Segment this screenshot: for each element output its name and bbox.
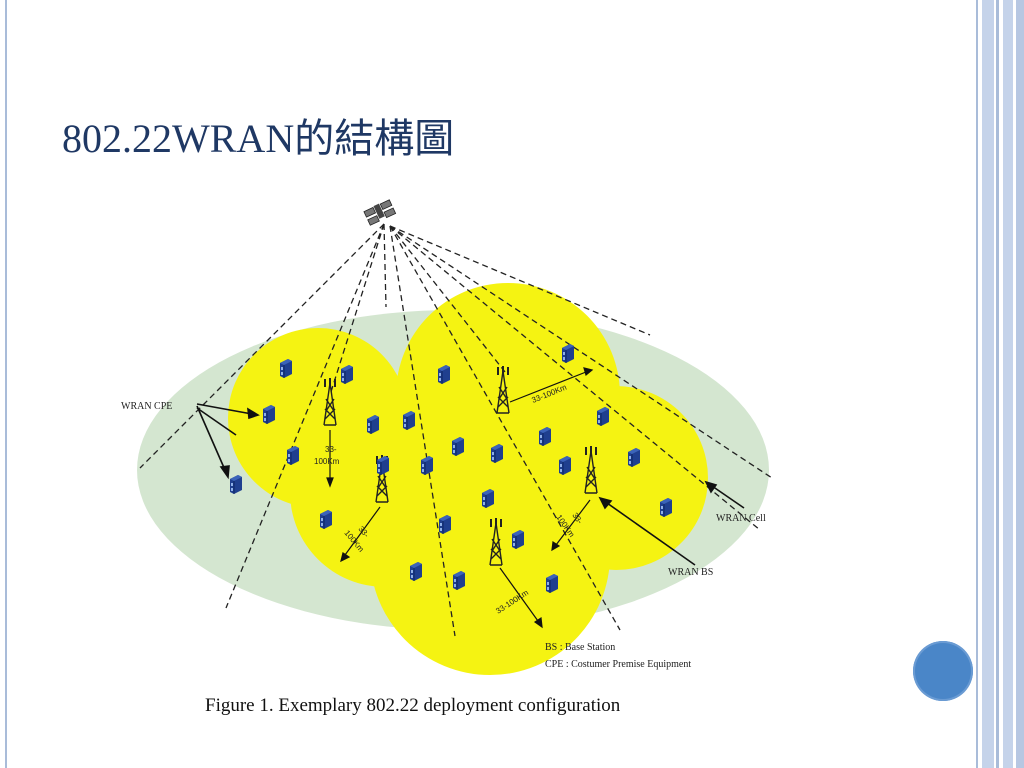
range-arrows bbox=[326, 367, 594, 629]
right-border-band bbox=[976, 0, 1024, 768]
legend-bs: BS : Base Station bbox=[545, 642, 615, 653]
wran-bs-label: WRAN BS bbox=[668, 567, 713, 578]
satellite-links bbox=[139, 223, 773, 637]
slide-title: 802.22WRAN的結構圖 bbox=[62, 116, 455, 161]
range-label-1a: 33- bbox=[325, 445, 337, 454]
range-label-1b: 100Km bbox=[314, 457, 340, 466]
satellite-icon bbox=[363, 199, 397, 226]
wran-cell-label: WRAN Cell bbox=[716, 513, 766, 524]
legend-cpe: CPE : Costumer Premise Equipment bbox=[545, 659, 691, 670]
pointer-arrows bbox=[196, 403, 745, 566]
left-border-rule bbox=[5, 0, 7, 768]
wran-cpe-label: WRAN CPE bbox=[121, 401, 172, 412]
accent-circle bbox=[913, 641, 973, 701]
figure-caption: Figure 1. Exemplary 802.22 deployment co… bbox=[205, 695, 621, 716]
